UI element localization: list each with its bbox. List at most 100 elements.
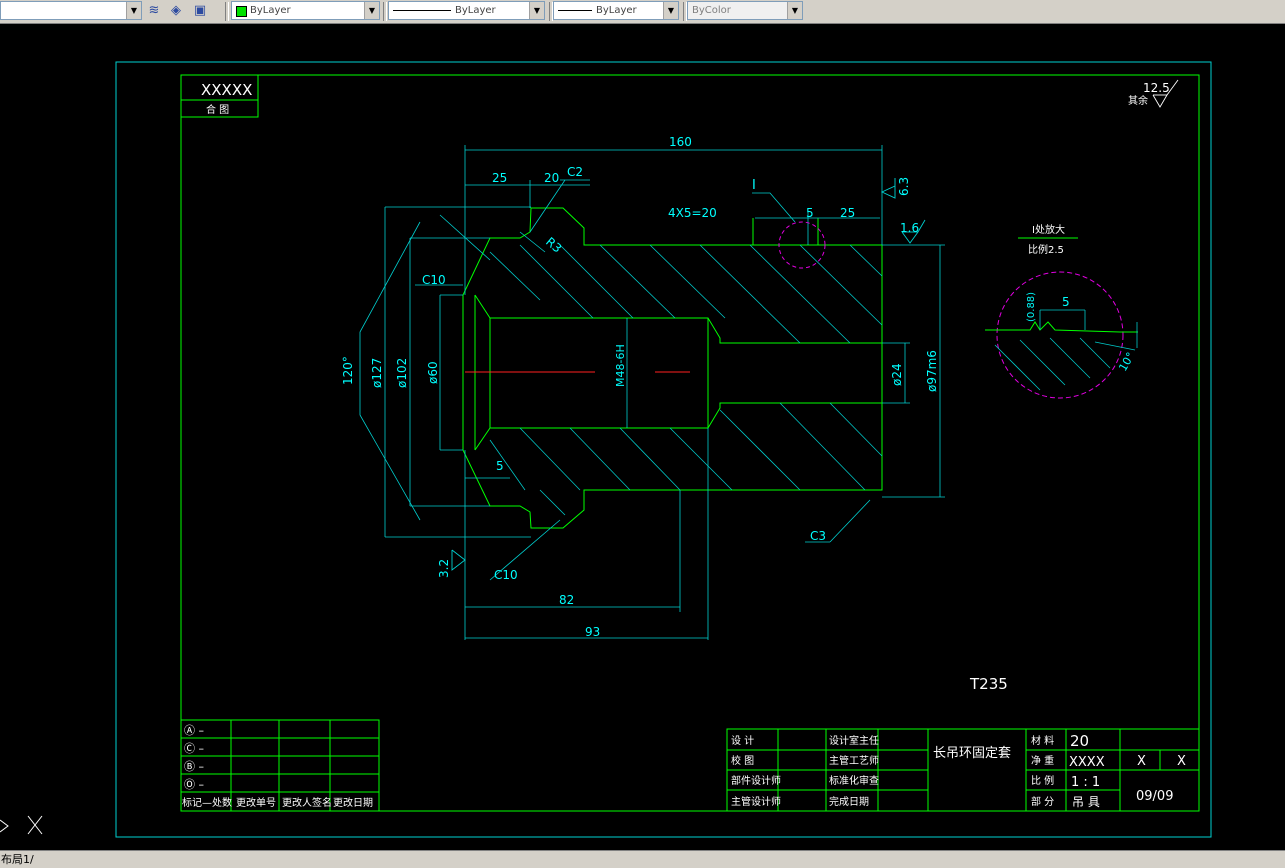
dim-chamfer-c3: C3	[810, 529, 826, 543]
tb-chief-technologist: 主管工艺师	[829, 754, 879, 767]
tb-standardization: 标准化审查	[829, 774, 879, 787]
tb-weight-value: XXXX	[1069, 755, 1105, 770]
revision-mark-c: Ⓒ –	[184, 742, 204, 755]
layout-tab-bar: 布局1/	[0, 850, 1285, 868]
toolbar-separator	[383, 2, 387, 21]
dim-dia-102: ø102	[395, 358, 409, 388]
material-note: T235	[969, 675, 1008, 693]
roughness-6-3: 6.3	[897, 177, 911, 196]
part-outline	[462, 207, 883, 529]
tb-material-value: 20	[1070, 732, 1089, 750]
lineweight-preview	[558, 10, 592, 11]
dim-dia-97m6: ø97m6	[925, 350, 939, 392]
detail-angle-10: 10°	[1116, 350, 1137, 373]
lineweight-control[interactable]: ByLayer ▼	[553, 1, 679, 20]
revision-header-mark: 标记—处数	[182, 796, 232, 809]
roughness-note: 其余	[1128, 94, 1148, 107]
chevron-down-icon[interactable]: ▼	[126, 2, 141, 19]
color-swatch	[236, 6, 247, 17]
dimension-lines	[359, 145, 945, 640]
plotstyle-control-value: ByColor	[692, 5, 731, 16]
chevron-down-icon[interactable]: ▼	[787, 2, 802, 19]
tb-right-top-2: X	[1177, 754, 1186, 769]
chevron-down-icon[interactable]: ▼	[364, 2, 379, 19]
revision-header-date: 更改日期	[333, 796, 373, 809]
revision-mark-o: Ⓞ –	[184, 778, 204, 791]
dim-5-a: 5	[806, 206, 814, 220]
lineweight-control-value: ByLayer	[596, 5, 637, 16]
tb-right-top-1: X	[1137, 754, 1146, 769]
color-control[interactable]: ByLayer ▼	[231, 1, 380, 20]
tb-label-material: 材 料	[1031, 734, 1054, 747]
detail-dim-088: (0.88)	[1026, 292, 1037, 322]
dim-93: 93	[585, 625, 600, 639]
tb-label-scale: 比 例	[1031, 774, 1054, 787]
detail-hatching	[994, 309, 1138, 391]
roughness-general: 12.5	[1143, 81, 1170, 95]
dim-82: 82	[559, 593, 574, 607]
section-hatching	[489, 244, 883, 516]
layer-states-icon[interactable]: ≋	[148, 3, 160, 18]
dim-25-b: 25	[840, 206, 855, 220]
linetype-control-value: ByLayer	[455, 5, 496, 16]
drawing-frame	[180, 74, 1200, 812]
roughness-3-2: 3.2	[437, 559, 451, 578]
roughness-1-6: 1.6	[900, 221, 919, 235]
linetype-preview	[393, 10, 451, 11]
dim-dia-24: ø24	[890, 363, 904, 386]
drawing-canvas[interactable]: XXXXX 合 图 其余 12.5 T235 I处放大 比例2.5 160 25…	[0, 23, 1285, 850]
dim-groove-spec: 4X5=20	[668, 206, 717, 220]
tb-chief-designer: 主管设计师	[731, 795, 781, 808]
revision-table-grid	[180, 719, 380, 812]
dim-chamfer-c2: C2	[567, 165, 583, 179]
tb-scale-value: 1 : 1	[1071, 775, 1100, 790]
tb-design: 设 计	[731, 734, 754, 747]
dim-dia-127: ø127	[370, 358, 384, 388]
title-block-grid	[726, 728, 1200, 812]
revision-header-change-no: 更改单号	[236, 796, 276, 809]
dim-angle-120: 120°	[341, 356, 355, 385]
linetype-control[interactable]: ByLayer ▼	[388, 1, 545, 20]
dim-chamfer-c10-b: C10	[494, 568, 518, 582]
tb-office-director: 设计室主任	[829, 734, 879, 747]
revision-header-signature: 更改人签名	[282, 796, 332, 809]
revision-mark-a: Ⓐ –	[184, 724, 204, 737]
dim-5-b: 5	[496, 459, 504, 473]
part-code-box	[181, 75, 259, 118]
tb-label-weight: 净 重	[1031, 754, 1054, 767]
tb-label-part: 部 分	[1031, 795, 1054, 808]
roughness-symbol-general	[1152, 79, 1179, 108]
toolbar-separator	[225, 2, 229, 21]
toolbar-separator	[549, 2, 553, 21]
tab-layout1-label: 布局1	[1, 853, 30, 866]
part-code: XXXXX	[201, 81, 252, 99]
detail-profile	[985, 237, 1138, 333]
tb-component-designer: 部件设计师	[731, 774, 781, 787]
chevron-down-icon[interactable]: ▼	[663, 2, 678, 19]
tab-layout1[interactable]: 布局1/	[1, 853, 34, 866]
chevron-down-icon[interactable]: ▼	[529, 2, 544, 19]
layer-previous-icon[interactable]: ◈	[171, 3, 181, 18]
layer-dropdown[interactable]: ▼	[0, 1, 142, 20]
dim-chamfer-c10-a: C10	[422, 273, 446, 287]
detail-callout-circle	[778, 221, 826, 269]
paper-border	[115, 61, 1212, 838]
roughness-symbols	[451, 178, 926, 571]
dim-radius-r3: R3	[543, 235, 564, 256]
plotstyle-control[interactable]: ByColor ▼	[687, 1, 803, 20]
make-object-layer-current-icon[interactable]: ▣	[193, 3, 207, 18]
tb-sheet: 09/09	[1136, 789, 1173, 804]
detail-title: I处放大	[1032, 223, 1065, 236]
ucs-icon	[0, 815, 43, 835]
dim-total-length: 160	[669, 135, 692, 149]
dim-dia-60: ø60	[426, 361, 440, 384]
dim-25-a: 25	[492, 171, 507, 185]
properties-toolbar: ▼ ≋ ◈ ▣ ByLayer ▼ ByLayer ▼ ByLayer ▼ By…	[0, 0, 1285, 24]
tb-completion-date: 完成日期	[829, 795, 869, 808]
detail-ref-label: I	[752, 178, 756, 193]
color-control-value: ByLayer	[250, 5, 291, 16]
tb-check: 校 图	[731, 754, 754, 767]
tb-part-name: 长吊环固定套	[933, 745, 1011, 761]
revision-mark-b: Ⓑ –	[184, 760, 204, 773]
part-code-sub: 合 图	[206, 103, 229, 116]
